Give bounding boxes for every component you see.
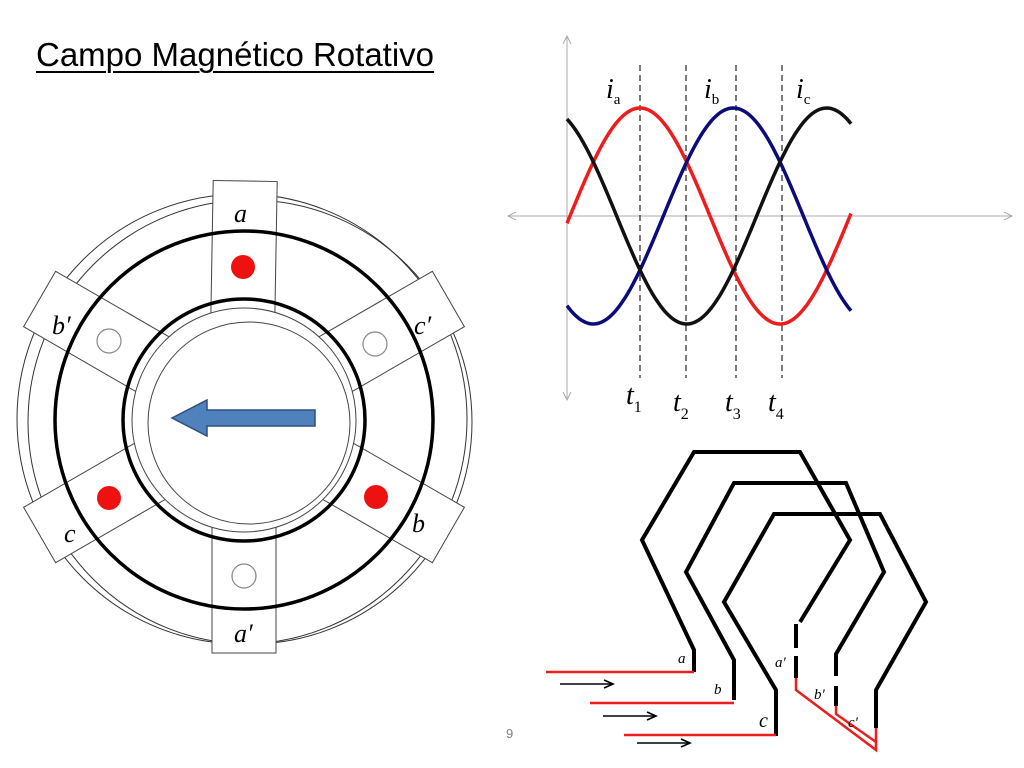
arrow-lead-c-head: [680, 738, 692, 748]
slot-label-a-prime: a′: [234, 619, 253, 648]
coil-a: [639, 450, 853, 672]
slot-label-b: b: [412, 509, 425, 538]
conductor-a-dot: [231, 255, 255, 279]
time-markers: [639, 65, 783, 378]
terminal-label-c-prime: c′: [848, 715, 859, 731]
conductor-b-prime-circle: [96, 328, 122, 354]
three-phase-waveforms: ia ib ic t1 t2 t3 t4: [508, 36, 1012, 423]
slot-label-b-prime: b′: [52, 311, 71, 340]
current-arrows: [560, 679, 692, 748]
machine-cross-section: a b′ c′ c b a′: [16, 179, 473, 654]
arrow-lead-b-head: [646, 711, 658, 721]
terminal-label-b-prime: b′: [814, 687, 826, 703]
arrow-lead-a-head: [603, 679, 615, 689]
time-label-t2: t2: [673, 387, 689, 423]
conductor-a-prime-circle: [231, 563, 257, 589]
terminal-label-a: a: [678, 651, 686, 667]
conductor-b-dot: [364, 485, 388, 509]
page-number: 9: [506, 726, 514, 741]
terminal-label-a-prime: a′: [775, 655, 787, 671]
rotor-inner-outline-2: [147, 321, 351, 525]
terminal-label-b: b: [714, 682, 722, 698]
phase-a-current: [565, 106, 853, 326]
time-label-t3: t3: [725, 387, 741, 423]
winding-schematic: a b c a′ b′ c′: [546, 450, 929, 753]
field-arrow: [170, 398, 316, 438]
slot-label-c-prime: c′: [414, 311, 432, 340]
terminal-label-c: c: [759, 710, 768, 732]
stator-ring: [53, 229, 435, 611]
conductor-c-prime-circle: [362, 331, 388, 357]
slide-title: Campo Magnético Rotativo: [36, 36, 435, 73]
time-label-t1: t1: [626, 380, 642, 416]
coil-b: [683, 481, 887, 700]
rotor-ring: [121, 297, 367, 543]
coil-c: [721, 512, 929, 736]
slot-label-c: c: [64, 519, 76, 548]
current-label-ia: ia: [606, 74, 621, 108]
time-label-t4: t4: [768, 387, 784, 423]
conductor-c-dot: [97, 486, 121, 510]
current-label-ic: ic: [796, 74, 811, 108]
phase-b-current: [565, 106, 853, 326]
slot-label-a: a: [234, 199, 247, 228]
current-label-ib: ib: [704, 74, 719, 108]
neutral-lead: [794, 678, 878, 753]
phase-c-current: [565, 106, 853, 326]
